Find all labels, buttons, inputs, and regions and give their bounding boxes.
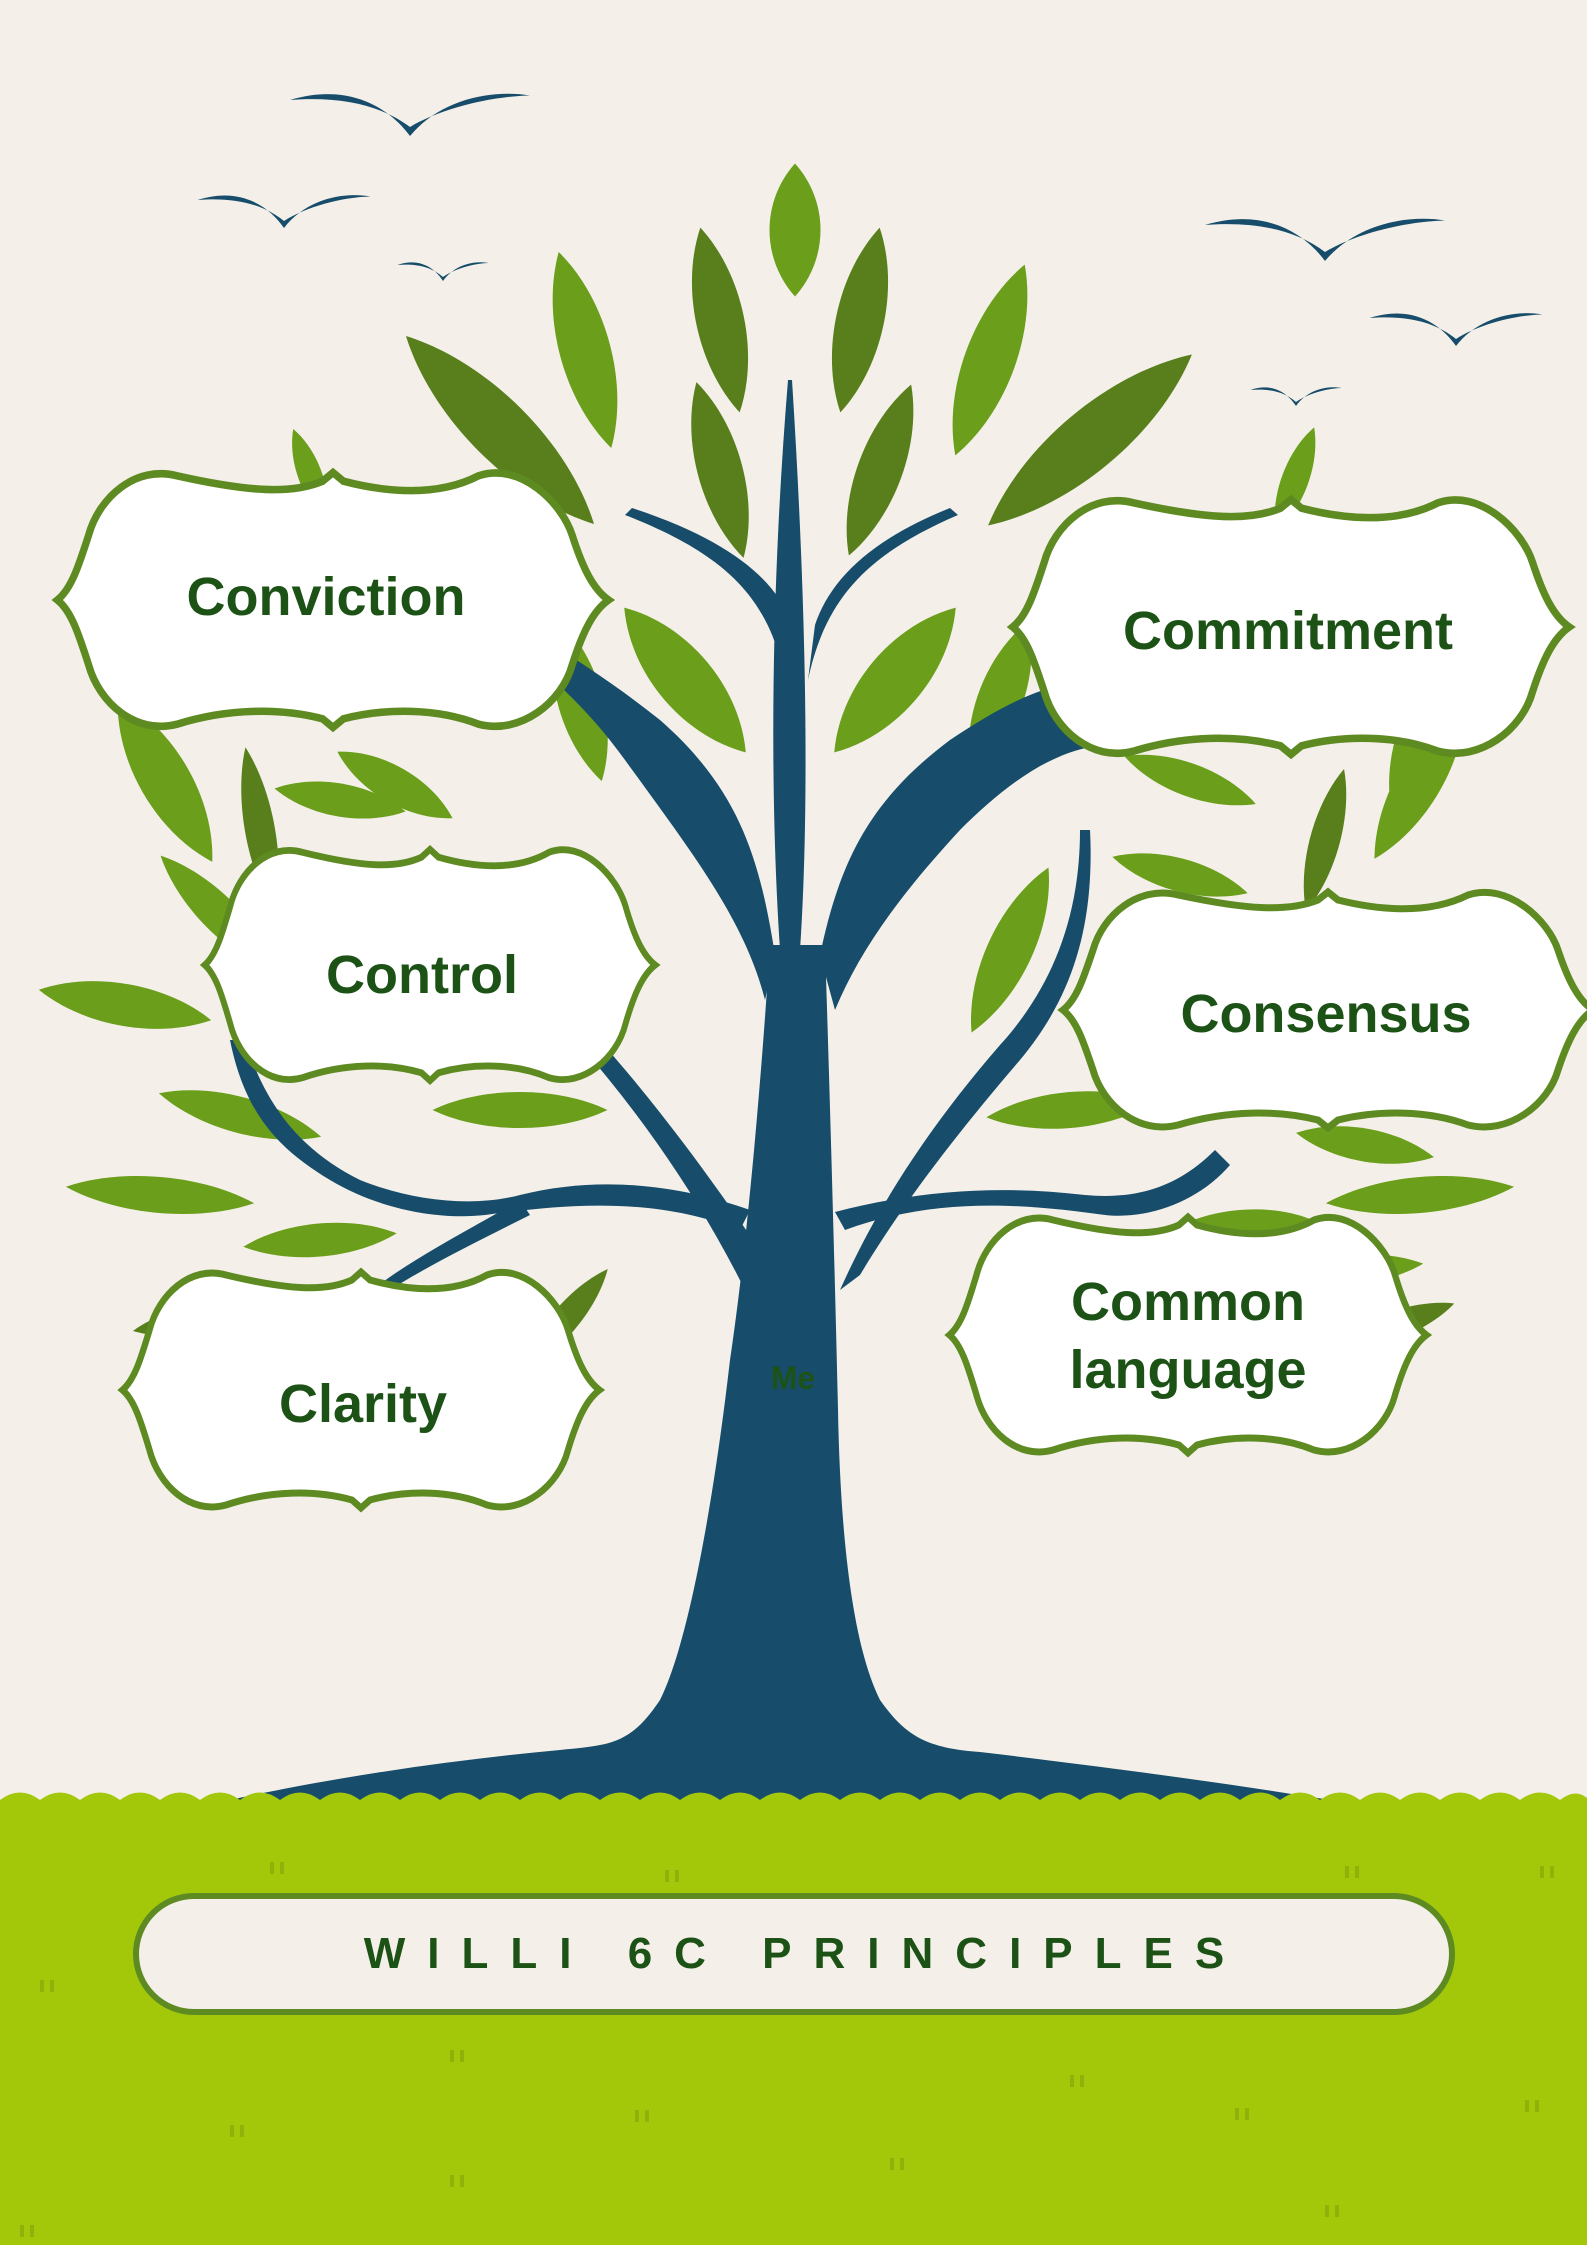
leaf-icon: [433, 1092, 608, 1128]
bird-icon: [198, 195, 371, 228]
center-label: Me: [771, 1360, 815, 1396]
bird-icon: [1205, 219, 1445, 261]
label-commitment-text: Commitment: [1123, 601, 1453, 661]
label-common-language-text-line2: language: [1069, 1340, 1306, 1400]
label-control-text: Control: [326, 945, 518, 1005]
leaf-icon: [1324, 1169, 1515, 1221]
label-clarity-text: Clarity: [279, 1374, 447, 1434]
leaf-icon: [817, 223, 903, 418]
bird-icon: [397, 262, 488, 281]
label-consensus-text: Consensus: [1180, 984, 1471, 1044]
leaf-icon: [534, 245, 636, 454]
banner-title: WILLI 6C PRINCIPLES: [364, 1929, 1246, 1978]
leaf-icon: [677, 223, 763, 418]
tree-branch: [580, 1030, 760, 1290]
tree-branch: [773, 380, 805, 950]
bird-icon: [1370, 313, 1543, 346]
leaf-icon: [931, 256, 1048, 464]
bird-icon: [1250, 387, 1341, 406]
label-common-language-text-line1: Common: [1071, 1272, 1305, 1332]
label-common-language: [950, 1217, 1427, 1453]
leaf-icon: [64, 1169, 255, 1221]
grass-icon: [0, 1793, 1587, 2245]
bird-icon: [290, 94, 530, 136]
leaf-icon: [1293, 1117, 1437, 1174]
leaf-icon: [770, 164, 821, 297]
leaf-icon: [35, 969, 215, 1041]
label-conviction-text: Conviction: [187, 567, 466, 627]
leaf-icon: [242, 1217, 398, 1263]
